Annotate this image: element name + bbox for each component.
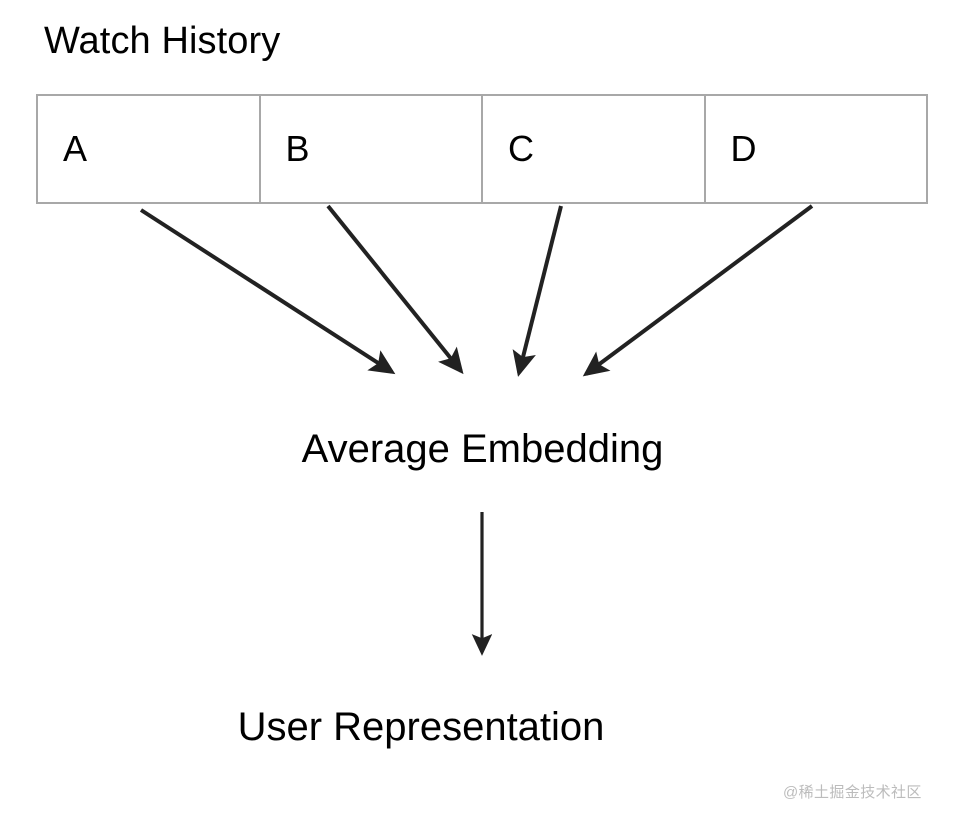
- node-average-embedding-label: Average Embedding: [301, 427, 664, 471]
- node-user-representation-label: User Representation: [237, 705, 605, 749]
- arrow-c-to-average: [512, 205, 563, 377]
- node-average-embedding: Average Embedding: [0, 424, 966, 474]
- watch-history-cell-label: C: [508, 128, 534, 169]
- arrow-d-to-average: [582, 204, 814, 377]
- arrow-a-to-average: [139, 208, 396, 375]
- arrow-b-to-average: [326, 204, 464, 375]
- watch-history-cell-d[interactable]: D: [705, 96, 926, 202]
- watch-history-cell-b[interactable]: B: [260, 96, 483, 202]
- watch-history-cell-label: A: [63, 128, 88, 169]
- watch-history-table: A B C D: [36, 94, 928, 204]
- watch-history-cell-c[interactable]: C: [483, 96, 706, 202]
- watch-history-cell-label: B: [285, 128, 310, 169]
- page-title: Watch History: [44, 20, 281, 62]
- node-user-representation: User Representation: [0, 702, 966, 752]
- watch-history-cell-a[interactable]: A: [38, 96, 261, 202]
- watermark: @稀土掘金技术社区: [783, 784, 922, 801]
- watch-history-cell-label: D: [730, 128, 757, 169]
